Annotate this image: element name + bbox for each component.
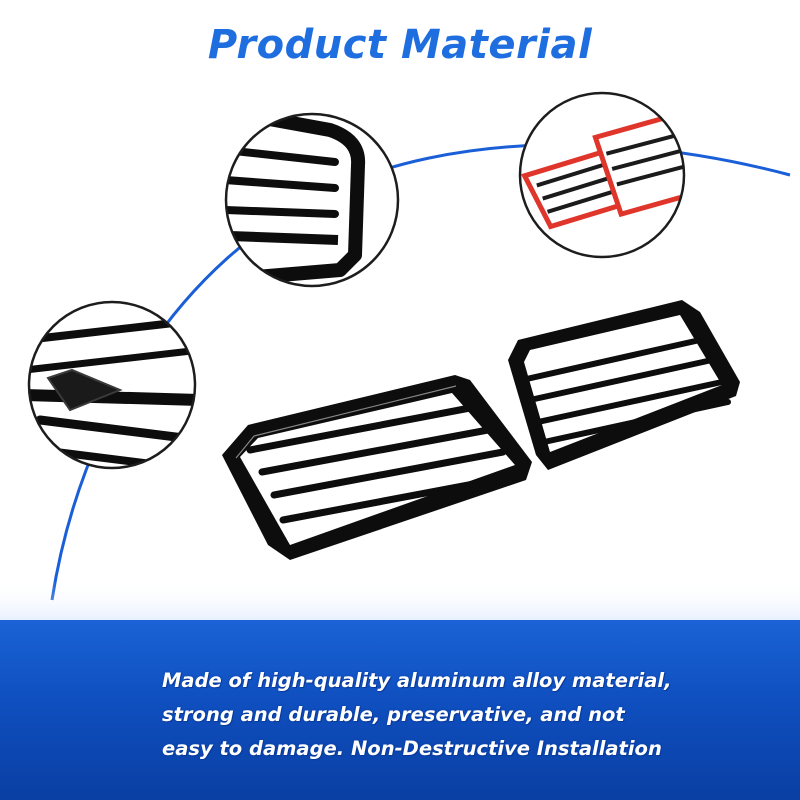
description-banner: [0, 620, 800, 800]
page-title: Product Material: [207, 22, 593, 68]
description-line: strong and durable, preservative, and no…: [162, 703, 625, 726]
detail-zoom-circle: [27, 300, 197, 470]
detail-zoom-circle: [224, 112, 400, 288]
description-line: Made of high-quality aluminum alloy mate…: [162, 669, 672, 692]
detail-zoom-circle: [518, 91, 686, 259]
material-description: Made of high-quality aluminum alloy mate…: [162, 664, 782, 766]
right-tail-light-cover: [508, 300, 740, 470]
left-tail-light-cover: [222, 375, 532, 560]
description-line: easy to damage. Non-Destructive Installa…: [162, 737, 662, 760]
